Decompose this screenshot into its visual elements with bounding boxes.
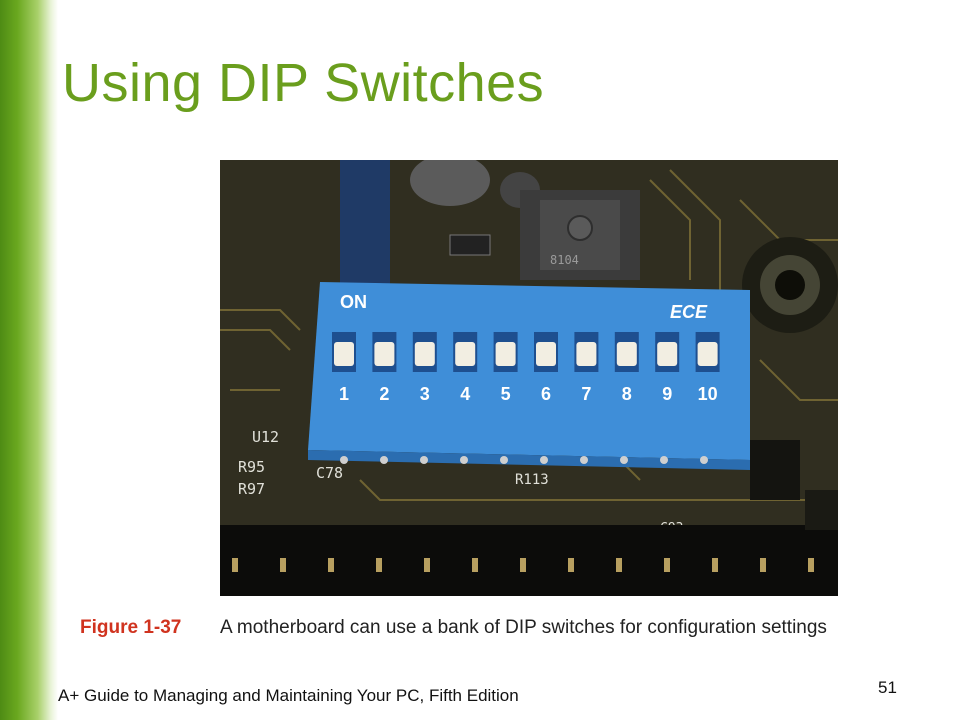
dip-switch-toggle [334, 342, 354, 366]
dip-switch-number: 1 [339, 384, 349, 404]
silk-c78: C78 [316, 464, 343, 482]
figure-caption: Figure 1-37 A motherboard can use a bank … [80, 617, 910, 639]
silk-r113: R113 [515, 472, 549, 488]
page-number: 51 [878, 678, 897, 697]
dip-switch-toggle [414, 342, 435, 366]
dip-switch-number: 9 [662, 384, 672, 404]
dip-brand-label: ECE [670, 302, 708, 322]
dip-switch-toggle [616, 342, 637, 366]
side-accent-bar [0, 0, 58, 720]
dip-switch-toggle [495, 342, 516, 366]
dip-switch-number: 10 [698, 384, 718, 404]
dip-switch-toggle [576, 342, 597, 366]
silk-u12: U12 [252, 428, 279, 446]
dip-on-label: ON [340, 292, 367, 312]
figure-label: Figure 1-37 [80, 617, 182, 638]
dip-switch-number: 5 [501, 384, 511, 404]
figure-caption-text: A motherboard can use a bank of DIP swit… [220, 617, 827, 638]
dip-switch-number: 6 [541, 384, 551, 404]
dip-switch-toggle [697, 342, 718, 366]
dip-switch-toggle [657, 342, 678, 366]
dip-switch-number: 8 [622, 384, 632, 404]
dip-switch-number: 3 [420, 384, 430, 404]
dip-switch-number: 4 [460, 384, 470, 404]
dip-switch-number: 7 [581, 384, 591, 404]
silk-r97: R97 [238, 480, 265, 498]
chip-marking: 8104 [550, 253, 579, 267]
dip-switch-toggle [455, 342, 476, 366]
dip-switch-number: 2 [379, 384, 389, 404]
slide-title: Using DIP Switches [62, 53, 545, 113]
silk-r95: R95 [238, 458, 265, 476]
footer-book-title: A+ Guide to Managing and Maintaining You… [58, 686, 519, 705]
dip-switch-toggle [536, 342, 556, 366]
dip-switch-bank: 1 2 3 4 5 6 7 8 9 10 [332, 332, 720, 404]
dip-switch-toggle [374, 342, 395, 366]
